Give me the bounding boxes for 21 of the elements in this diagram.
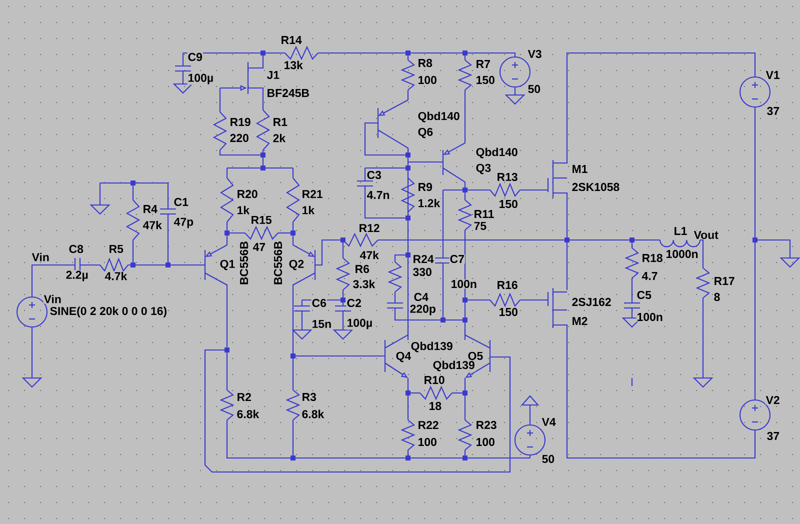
value-label: Qbd140 [475,147,518,159]
part-label: R7 [475,60,491,68]
value-label: SINE(0 2 20k 0 0 0 16) [49,306,168,318]
value-label: 6.8k [236,409,260,419]
part-label: R4 [142,204,158,214]
value-label: 3.3k [352,279,376,289]
value-label: Qbd139 [410,341,454,353]
value-label: Qbd140 [417,111,460,123]
part-label: V1 [765,70,780,80]
value-label: 4.7 [641,272,658,280]
value-label: 13k [283,60,304,70]
part-label: R14 [280,36,302,44]
value-label: 4.7n [366,190,390,200]
part-label: R11 [473,210,495,218]
value-label: 47 [252,242,266,252]
value-label: 6.8k [301,409,325,419]
part-label: R1 [272,118,288,126]
part-label: L1 [673,226,688,236]
part-label: R17 [713,276,736,286]
part-label: V4 [541,418,556,426]
part-label: M1 [571,164,588,174]
